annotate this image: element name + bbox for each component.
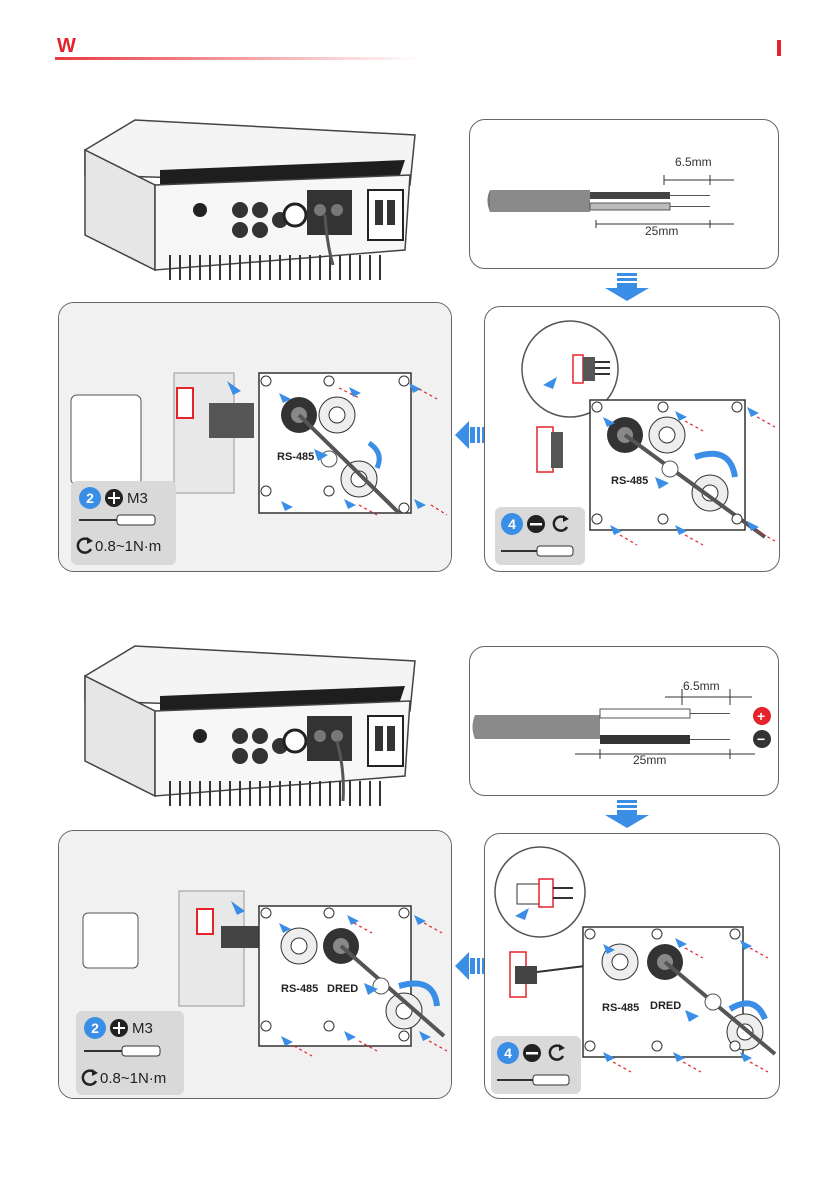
rotate-icon (73, 535, 95, 557)
rotate-icon (549, 513, 571, 535)
rotate-icon (78, 1067, 100, 1089)
slotted-icon (519, 1042, 545, 1064)
screwdriver-icon (84, 1043, 164, 1059)
arrow-down-icon (605, 273, 649, 303)
step-number-badge: 2 (84, 1017, 106, 1039)
dim-long-label: 25mm (645, 224, 678, 238)
phillips-icon (106, 1017, 132, 1039)
inverter-illustration-2 (75, 641, 425, 816)
step-number-badge: 4 (497, 1042, 519, 1064)
positive-symbol: + (757, 707, 765, 725)
arrow-down-icon (605, 800, 649, 830)
port-label-dred: DRED (650, 1000, 681, 1012)
inverter-illustration-1 (75, 115, 425, 290)
dim-long-label: 25mm (633, 753, 666, 767)
phillips-icon (101, 487, 127, 509)
screw-size: M3 (132, 1020, 153, 1037)
dim-short-label: 6.5mm (683, 679, 720, 693)
connect-panel-1: RS-485 4 (484, 306, 780, 572)
arrow-left-icon (455, 950, 485, 982)
torque-row: 0.8~1N·m (73, 535, 161, 557)
torque-row: 0.8~1N·m (78, 1067, 166, 1089)
step-number-badge: 4 (501, 513, 523, 535)
install-panel-1: RS-485 2 M3 0.8~1N·m (58, 302, 452, 572)
header-rule (55, 57, 420, 60)
slotted-icon (523, 513, 549, 535)
screwdriver-icon (501, 543, 577, 559)
torque-value: 0.8~1N·m (95, 538, 161, 555)
step-number-badge: 2 (79, 487, 101, 509)
page-marker (777, 40, 781, 56)
dim-short-label: 6.5mm (675, 155, 712, 169)
torque-value: 0.8~1N·m (100, 1070, 166, 1087)
wire-strip-panel-1: 6.5mm 25mm (469, 119, 779, 269)
wire-strip-panel-2: 6.5mm 25mm + − (469, 646, 779, 796)
screw-size: M3 (127, 490, 148, 507)
step-badge-row: 4 (501, 513, 571, 535)
brand-logo: W (57, 35, 76, 58)
port-label-rs485: RS-485 (277, 451, 314, 463)
step-badge-row: 2 M3 (79, 487, 148, 509)
step-badge-row: 4 (497, 1042, 567, 1064)
port-label-rs485: RS-485 (602, 1002, 639, 1014)
port-label-dred: DRED (327, 983, 358, 995)
connect-panel-2: RS-485 DRED 4 (484, 833, 780, 1099)
header-bar: W (0, 0, 839, 70)
rotate-icon (545, 1042, 567, 1064)
wire-strip-diagram-1 (470, 120, 778, 268)
screwdriver-icon (497, 1072, 573, 1088)
screwdriver-icon (79, 512, 159, 528)
port-label-rs485: RS-485 (611, 475, 648, 487)
negative-symbol: − (757, 730, 765, 748)
wire-strip-diagram-2 (470, 647, 778, 795)
port-label-rs485: RS-485 (281, 983, 318, 995)
install-panel-2: RS-485 DRED 2 M3 0.8~1N·m (58, 830, 452, 1099)
step-badge-row: 2 M3 (84, 1017, 153, 1039)
header-graphic (0, 0, 839, 70)
arrow-left-icon (455, 419, 485, 451)
